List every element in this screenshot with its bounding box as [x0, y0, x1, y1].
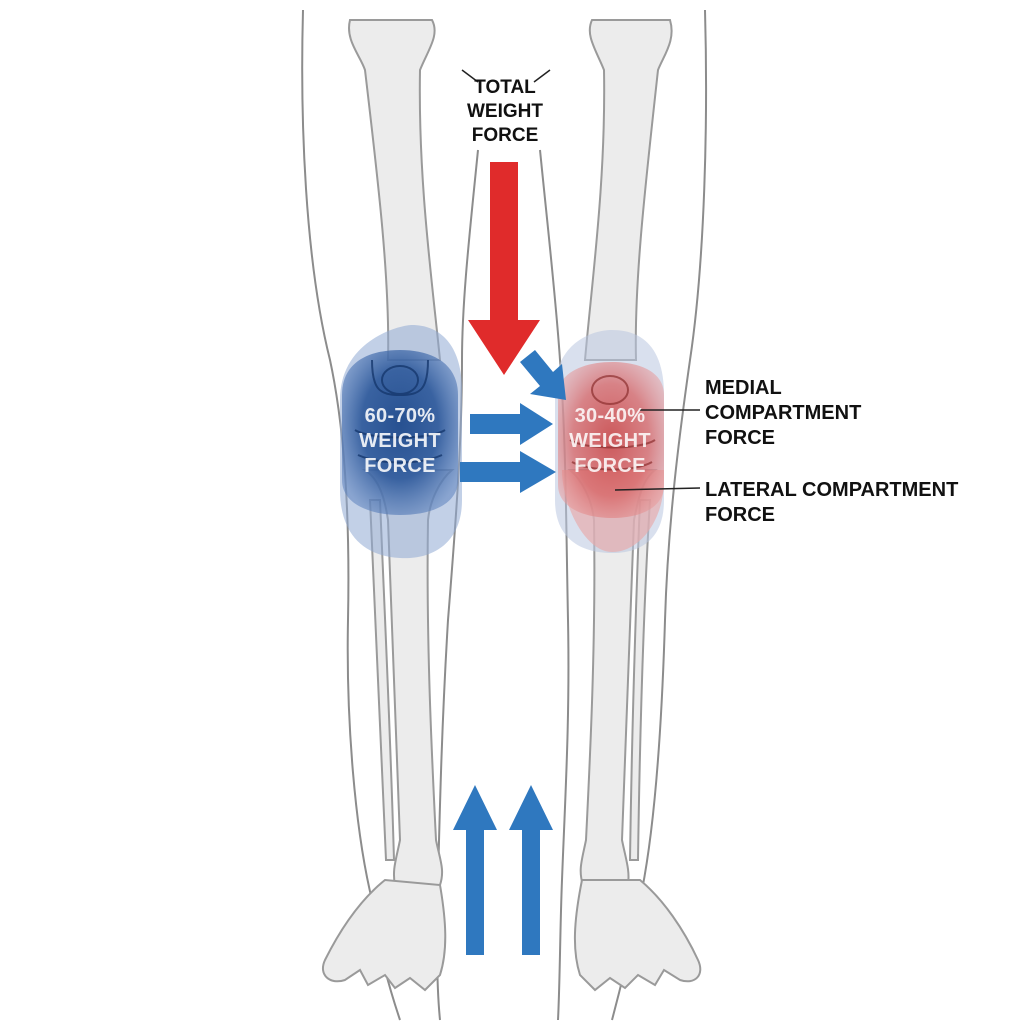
- title-leader-right: [533, 69, 551, 83]
- medial-line: MEDIAL: [705, 377, 782, 399]
- right-leg-bones: [567, 19, 702, 992]
- lateral-line: FORCE: [705, 504, 775, 526]
- left-knee-line: WEIGHT: [359, 430, 441, 452]
- lateral-line: LATERAL COMPARTMENT: [705, 479, 959, 501]
- right-fibula: [628, 499, 652, 861]
- right-leg-inner-outline: [539, 149, 570, 1021]
- left-foot: [322, 878, 447, 992]
- lateral-leader: [614, 487, 701, 491]
- blue-up-arrow-icon: [453, 785, 497, 955]
- title-line: FORCE: [471, 125, 539, 146]
- right-knee-percent: 30-40%: [574, 405, 646, 427]
- blue-right-arrow-icon: [470, 403, 553, 445]
- left-knee-core-zone: [342, 350, 458, 515]
- right-knee-zone: [555, 330, 664, 553]
- title-leader-left: [461, 69, 479, 83]
- blue-right-arrow-icon: [460, 451, 556, 493]
- right-knee-label: 30-40% WEIGHT FORCE: [545, 404, 675, 479]
- left-knee-zone: [340, 325, 462, 559]
- right-knee-bone-detail: [569, 375, 656, 471]
- right-foot: [573, 879, 702, 992]
- medial-line: COMPARTMENT: [705, 402, 862, 424]
- blue-right-arrow-icon: [520, 350, 566, 400]
- leader-lines: [461, 69, 701, 491]
- total-weight-force-label: TOTAL WEIGHT FORCE: [430, 76, 580, 148]
- title-line: TOTAL: [474, 77, 536, 98]
- red-down-arrow-icon: [468, 162, 540, 375]
- right-femur: [583, 19, 673, 361]
- lateral-compartment-label: LATERAL COMPARTMENT FORCE: [705, 478, 965, 528]
- title-line: WEIGHT: [467, 101, 543, 122]
- right-knee-core-zone: [558, 362, 664, 518]
- medial-line: FORCE: [705, 427, 775, 449]
- blue-up-arrow-icon: [509, 785, 553, 955]
- right-knee-line: FORCE: [574, 455, 646, 477]
- right-knee-line: WEIGHT: [569, 430, 651, 452]
- left-fibula: [368, 499, 396, 861]
- left-leg-bones: [322, 19, 455, 992]
- left-knee-bone-detail: [354, 359, 446, 464]
- left-knee-label: 60-70% WEIGHT FORCE: [335, 404, 465, 479]
- medial-compartment-label: MEDIAL COMPARTMENT FORCE: [705, 376, 905, 451]
- left-knee-line: FORCE: [364, 455, 436, 477]
- left-femur: [348, 19, 442, 361]
- left-knee-percent: 60-70%: [364, 405, 436, 427]
